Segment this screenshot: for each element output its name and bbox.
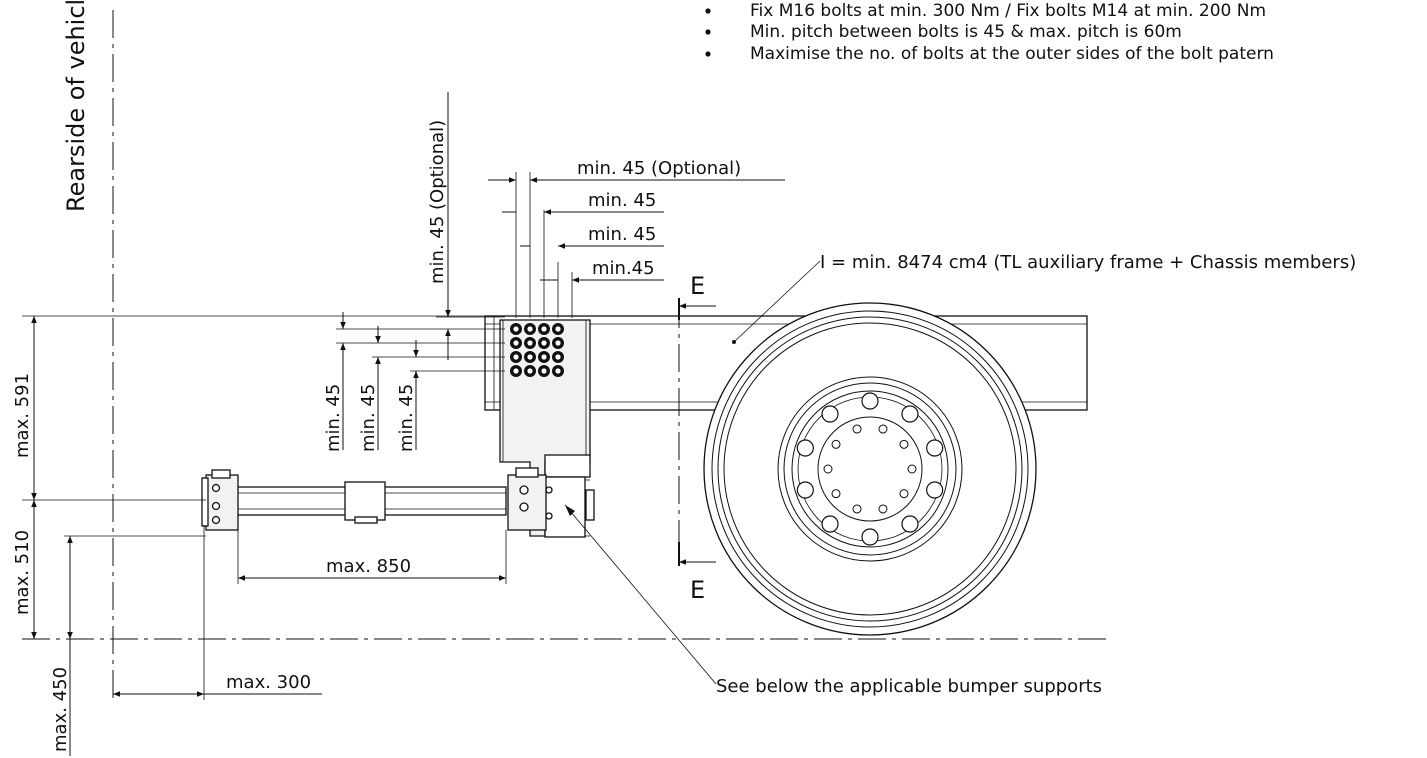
bolt-hole	[541, 354, 547, 360]
bolt-hole	[513, 340, 519, 346]
bolt-hole	[555, 340, 561, 346]
bolt-hole	[541, 340, 547, 346]
hub-hole	[831, 439, 841, 449]
bolt-hole	[527, 326, 533, 332]
dim-max-850: max. 850	[326, 556, 411, 577]
wheel-stud	[926, 439, 944, 457]
hub	[817, 416, 923, 522]
dim-max-510: max. 510	[12, 530, 33, 615]
wheel-stud	[901, 405, 919, 423]
section-label-top: E	[690, 272, 705, 300]
section-e-e: E E	[678, 272, 716, 604]
bolt-hole	[513, 368, 519, 374]
rearside-label: Rearside of vehicle	[62, 0, 90, 212]
tyre-outer	[703, 302, 1037, 636]
wheel-stud	[861, 392, 879, 410]
vertical-pitch-dimensions: min. 45 (Optional) min. 45 min. 45 min. …	[323, 92, 505, 452]
bolt-hole	[541, 368, 547, 374]
hub-hole	[831, 489, 841, 499]
dim-h-optional: min. 45 (Optional)	[577, 158, 741, 179]
dim-h-1: min. 45	[588, 190, 656, 211]
bolt-hole	[513, 354, 519, 360]
hub-hole	[878, 504, 888, 514]
bolt-hole	[527, 340, 533, 346]
wheel-studs	[796, 392, 944, 546]
dim-max-591: max. 591	[12, 373, 33, 458]
bolt-hole	[555, 326, 561, 332]
bolt-hole	[555, 368, 561, 374]
note-1: Fix M16 bolts at min. 300 Nm / Fix bolts…	[750, 1, 1266, 21]
hub-hole	[823, 464, 833, 474]
bumper-end-plate-right	[507, 474, 547, 531]
horizontal-pitch-dimensions: min. 45 (Optional) min. 45 min. 45 min.4…	[488, 158, 785, 318]
wheel-stud	[821, 405, 839, 423]
bumper-end-plate-left	[205, 474, 239, 531]
section-label-bottom: E	[690, 576, 705, 604]
hub-hole	[852, 504, 862, 514]
dim-v-1: min. 45	[323, 384, 344, 452]
bolt-hole	[555, 354, 561, 360]
mounting-bracket	[499, 319, 595, 538]
dim-v-2: min. 45	[358, 384, 379, 452]
bolt-hole	[513, 326, 519, 332]
dim-v-optional: min. 45 (Optional)	[427, 120, 448, 284]
dim-max-300: max. 300	[226, 672, 311, 693]
bolt-hole	[527, 368, 533, 374]
wheel-stud	[901, 515, 919, 533]
notes-list: Fix M16 bolts at min. 300 Nm / Fix bolts…	[705, 1, 1274, 64]
wheel-stud	[796, 481, 814, 499]
wheel-stud	[926, 481, 944, 499]
note-2: Min. pitch between bolts is 45 & max. pi…	[750, 22, 1182, 42]
bolt-hole	[527, 354, 533, 360]
hub-hole	[899, 439, 909, 449]
dim-h-3: min.45	[592, 258, 655, 279]
wheel-stud	[821, 515, 839, 533]
inertia-note: I = min. 8474 cm4 (TL auxiliary frame + …	[820, 252, 1356, 273]
note-3: Maximise the no. of bolts at the outer s…	[750, 44, 1274, 64]
bolt-hole	[541, 326, 547, 332]
dim-max-450: max. 450	[50, 667, 71, 752]
bullet	[705, 8, 711, 14]
bullet	[705, 29, 711, 35]
wheel-stud	[796, 439, 814, 457]
bumper-beam	[201, 467, 553, 531]
wheel-stud	[861, 528, 879, 546]
bullet	[705, 51, 711, 57]
hub-hole	[878, 424, 888, 434]
dim-300-group: max. 300	[113, 525, 322, 700]
dim-850-group: max. 850	[237, 530, 507, 584]
hub-hole	[907, 464, 917, 474]
height-dimensions: max. 591 max. 510 max. 450	[12, 315, 485, 756]
bolt-pattern	[510, 323, 564, 377]
hub-hole	[899, 489, 909, 499]
dim-v-3: min. 45	[396, 384, 417, 452]
hub-hole	[852, 424, 862, 434]
dim-h-2: min. 45	[588, 224, 656, 245]
wheel	[703, 302, 1037, 636]
bumper-support-note: See below the applicable bumper supports	[716, 676, 1102, 697]
rim	[777, 376, 963, 562]
